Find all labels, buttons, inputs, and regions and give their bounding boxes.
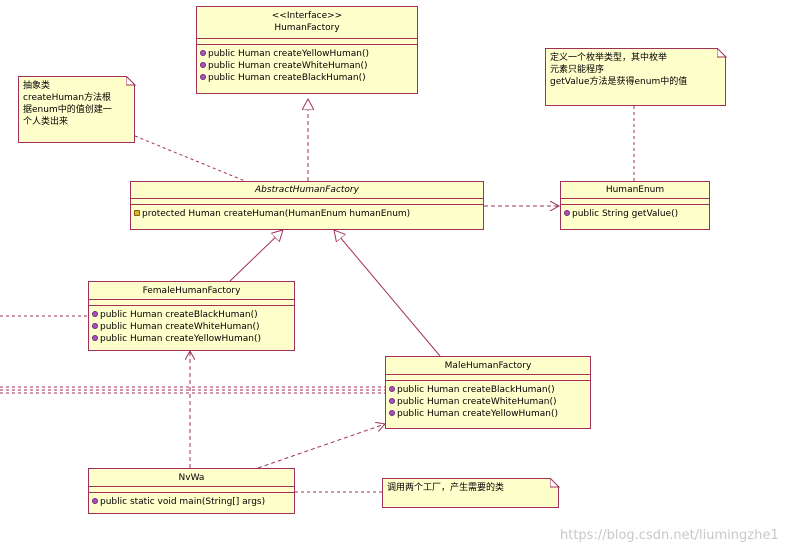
attributes-compartment (197, 39, 417, 45)
watermark: https://blog.csdn.net/liumingzhe1 (560, 528, 779, 543)
class-header: HumanEnum (561, 182, 709, 199)
operations-compartment: public Human createBlackHuman() public H… (89, 306, 294, 345)
public-method-icon (200, 50, 206, 56)
public-method-icon (92, 335, 98, 341)
class-header: AbstractHumanFactory (131, 182, 483, 199)
note-anchor-abstract (134, 135, 246, 182)
note-abstract-factory[interactable]: 抽象类 createHuman方法根 据enum中的值创建一 个人类出来 (18, 76, 135, 143)
class-female-human-factory[interactable]: FemaleHumanFactory public Human createBl… (88, 281, 295, 351)
interface-stereotype: <<Interface>> (271, 11, 343, 21)
operation: public static void main(String[] args) (92, 496, 294, 508)
note-human-enum[interactable]: 定义一个枚举类型，其中枚举 元素只能程序 getValue方法是获得enum中的… (545, 48, 726, 106)
public-method-icon (92, 498, 98, 504)
note-fold-corner (717, 48, 727, 58)
public-method-icon (564, 210, 570, 216)
public-method-icon (200, 62, 206, 68)
public-method-icon (200, 74, 206, 80)
public-method-icon (389, 398, 395, 404)
operation: public String getValue() (564, 208, 709, 220)
class-human-enum[interactable]: HumanEnum public String getValue() (560, 181, 710, 230)
class-male-human-factory[interactable]: MaleHumanFactory public Human createBlac… (385, 356, 591, 429)
operation: public Human createBlackHuman() (200, 72, 417, 84)
class-name: HumanEnum (605, 185, 665, 195)
dependency-nvwa-to-male (257, 424, 385, 469)
operation: public Human createWhiteHuman() (200, 60, 417, 72)
class-name: HumanFactory (274, 23, 340, 33)
class-name: MaleHumanFactory (444, 361, 532, 371)
class-header: FemaleHumanFactory (89, 282, 294, 300)
attributes-compartment (131, 199, 483, 205)
operation: public Human createBlackHuman() (389, 384, 590, 396)
class-header: NvWa (89, 469, 294, 487)
operation: public Human createYellowHuman() (200, 48, 417, 60)
operations-compartment: public String getValue() (561, 205, 709, 220)
operation: protected Human createHuman(HumanEnum hu… (134, 208, 483, 220)
attributes-compartment (89, 487, 294, 493)
operation: public Human createBlackHuman() (92, 309, 294, 321)
operation: public Human createWhiteHuman() (92, 321, 294, 333)
public-method-icon (92, 323, 98, 329)
public-method-icon (389, 386, 395, 392)
operations-compartment: protected Human createHuman(HumanEnum hu… (131, 205, 483, 220)
attributes-compartment (89, 300, 294, 306)
operation: public Human createYellowHuman() (92, 333, 294, 345)
class-name: NvWa (178, 473, 205, 483)
class-abstract-human-factory[interactable]: AbstractHumanFactory protected Human cre… (130, 181, 484, 230)
generalization-female-to-abstract (229, 230, 283, 282)
operation: public Human createWhiteHuman() (389, 396, 590, 408)
class-nvwa[interactable]: NvWa public static void main(String[] ar… (88, 468, 295, 514)
class-name: FemaleHumanFactory (142, 286, 241, 296)
attributes-compartment (386, 375, 590, 381)
note-fold-corner (126, 76, 136, 86)
public-method-icon (389, 410, 395, 416)
public-method-icon (92, 311, 98, 317)
generalization-male-to-abstract (334, 230, 441, 357)
operations-compartment: public static void main(String[] args) (89, 493, 294, 508)
note-fold-corner (550, 478, 560, 488)
class-header: <<Interface>> HumanFactory (197, 7, 417, 39)
class-name: AbstractHumanFactory (255, 185, 359, 195)
operations-compartment: public Human createBlackHuman() public H… (386, 381, 590, 420)
operations-compartment: public Human createYellowHuman() public … (197, 45, 417, 84)
class-header: MaleHumanFactory (386, 357, 590, 375)
protected-method-icon (134, 210, 140, 216)
attributes-compartment (561, 199, 709, 205)
operation: public Human createYellowHuman() (389, 408, 590, 420)
class-human-factory[interactable]: <<Interface>> HumanFactory public Human … (196, 6, 418, 94)
note-nvwa[interactable]: 调用两个工厂，产生需要的类 (382, 478, 559, 508)
